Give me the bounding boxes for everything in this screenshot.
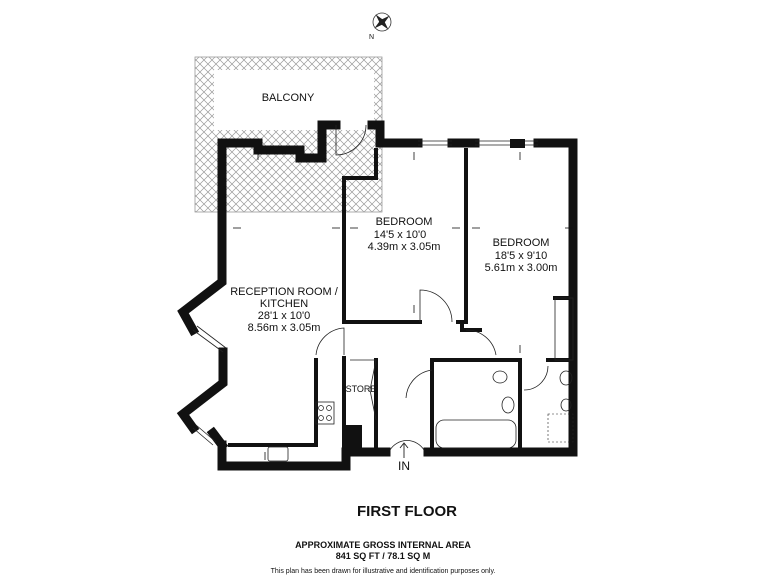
dimension-arrows (233, 152, 573, 460)
entrance-arrow-icon (399, 442, 409, 458)
doors (315, 124, 549, 451)
reception-name: RECEPTION ROOM / (230, 286, 339, 298)
bedroom1-name: BEDROOM (376, 216, 433, 228)
area-heading: APPROXIMATE GROSS INTERNAL AREA (295, 540, 471, 550)
area-value: 841 SQ FT / 78.1 SQ M (336, 551, 431, 561)
bedroom2-imperial: 18'5 x 9'10 (495, 250, 548, 262)
balcony-label: BALCONY (262, 92, 315, 104)
bedroom1-metric: 4.39m x 3.05m (368, 241, 441, 253)
reception-metric: 8.56m x 3.05m (248, 322, 321, 334)
disclaimer: This plan has been drawn for illustrativ… (271, 568, 496, 575)
floor-title: FIRST FLOOR (357, 503, 457, 520)
reception-imperial: 28'1 x 10'0 (258, 310, 311, 322)
bedroom1-imperial: 14'5 x 10'0 (374, 229, 427, 241)
entrance-label: IN (398, 459, 410, 473)
compass-label: N (369, 34, 374, 41)
bedroom2-metric: 5.61m x 3.00m (485, 262, 558, 274)
north-arrow-icon (372, 12, 392, 32)
windows (192, 139, 538, 446)
reception-name2: KITCHEN (260, 298, 308, 310)
bedroom2-name: BEDROOM (493, 237, 550, 249)
store-label: STORE (346, 384, 377, 394)
kitchen-fixtures (267, 401, 335, 462)
interior-walls (228, 148, 575, 454)
bathroom-fixtures (435, 370, 574, 449)
